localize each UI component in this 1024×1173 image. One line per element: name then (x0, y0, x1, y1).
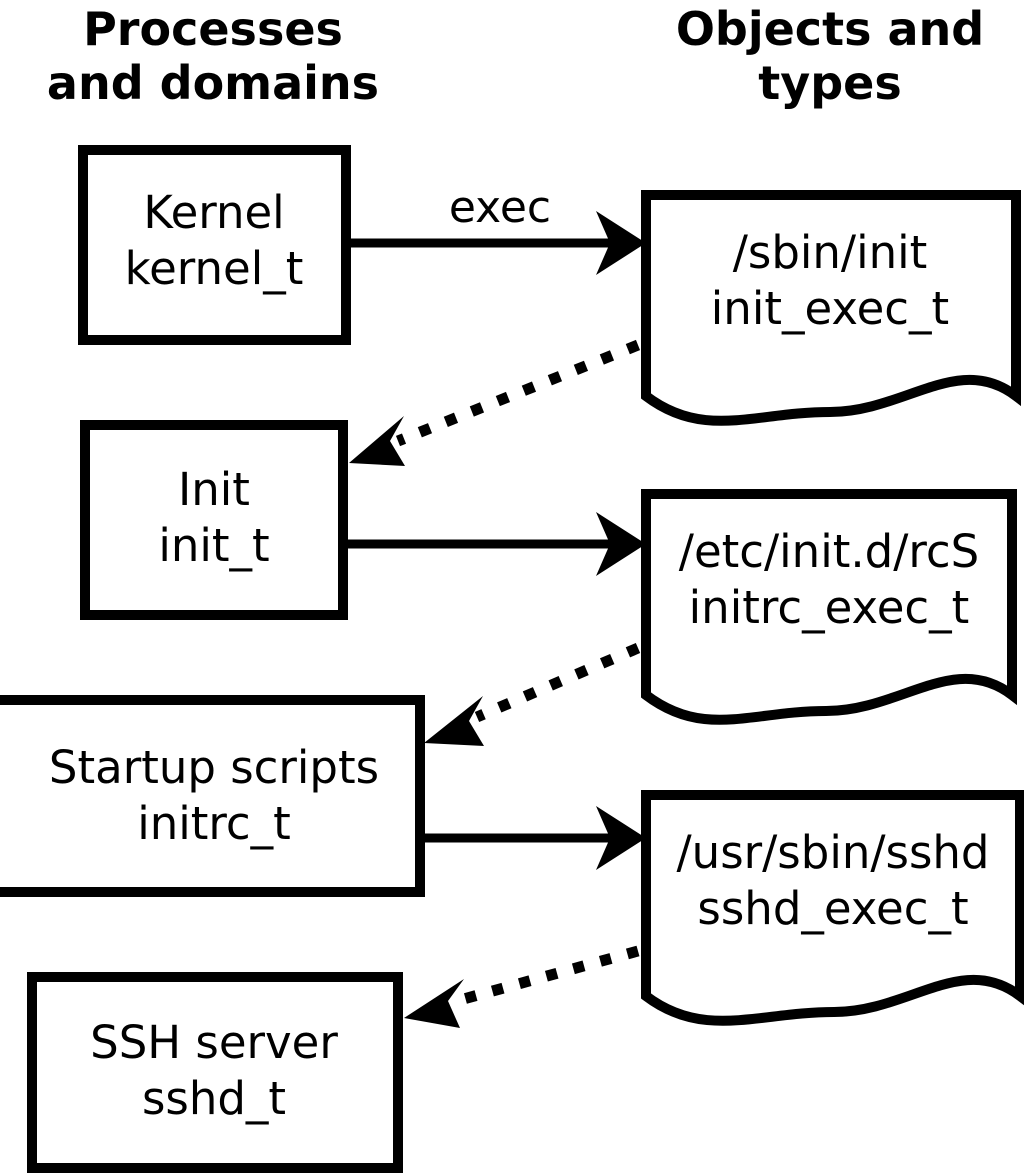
arrow-head-icon (596, 806, 646, 870)
node-startup-scripts-box[interactable] (0, 695, 425, 897)
node-startup-scripts-name: Startup scripts (49, 741, 379, 794)
node-etc-initd-rcs-path: /etc/init.d/rcS (679, 525, 979, 578)
node-kernel[interactable]: Kernel kernel_t (78, 145, 351, 345)
edge-label-exec: exec (449, 182, 551, 233)
edge-initrc-exec-sshd-exec (425, 806, 646, 870)
edge-kernel-exec-init-exec: exec (350, 182, 646, 275)
edge-line (395, 339, 641, 447)
node-kernel-box[interactable] (78, 145, 351, 345)
node-startup-scripts-type: initrc_t (137, 797, 291, 850)
arrow-head-icon (424, 696, 484, 746)
node-startup-scripts[interactable]: Startup scripts initrc_t (0, 695, 425, 897)
node-init-name: Init (178, 463, 250, 516)
node-etc-initd-rcs-document[interactable] (641, 489, 1017, 725)
column-header-objects-line1: Objects and (676, 2, 984, 56)
node-ssh-server[interactable]: SSH server sshd_t (27, 972, 403, 1173)
arrow-head-icon (596, 512, 646, 576)
node-init[interactable]: Init init_t (80, 420, 348, 620)
arrow-head-icon (596, 211, 646, 275)
node-sbin-init-type: init_exec_t (711, 282, 949, 335)
column-header-processes: Processes and domains (47, 2, 379, 110)
node-sbin-init[interactable]: /sbin/init init_exec_t (641, 190, 1021, 426)
node-sbin-init-path: /sbin/init (733, 226, 928, 279)
column-header-processes-line2: and domains (47, 56, 379, 110)
node-etc-initd-rcs[interactable]: /etc/init.d/rcS initrc_exec_t (641, 489, 1017, 725)
edge-initrc-exec-transition-initrc (424, 642, 641, 746)
node-ssh-server-name: SSH server (90, 1016, 338, 1069)
node-ssh-server-box[interactable] (27, 972, 403, 1173)
edge-line (458, 945, 640, 1006)
arrow-head-icon (404, 979, 464, 1028)
node-init-type: init_t (158, 519, 269, 572)
node-ssh-server-type: sshd_t (142, 1072, 286, 1125)
node-kernel-type: kernel_t (125, 242, 304, 295)
node-usr-sbin-sshd-type: sshd_exec_t (697, 882, 968, 935)
node-usr-sbin-sshd-document[interactable] (641, 790, 1024, 1026)
edge-sshd-exec-transition-sshd (404, 945, 640, 1028)
node-init-box[interactable] (80, 420, 348, 620)
node-usr-sbin-sshd-path: /usr/sbin/sshd (677, 826, 990, 879)
node-kernel-name: Kernel (143, 186, 284, 239)
edge-init-exec-initrc-exec (348, 512, 646, 576)
edge-init-exec-transition-init (349, 339, 641, 466)
arrow-head-icon (349, 416, 405, 466)
node-etc-initd-rcs-type: initrc_exec_t (689, 581, 970, 634)
column-header-objects-line2: types (758, 56, 901, 110)
node-sbin-init-document[interactable] (641, 190, 1021, 426)
edge-line (474, 642, 641, 723)
column-header-objects: Objects and types (676, 2, 984, 110)
column-header-processes-line1: Processes (83, 2, 343, 56)
node-usr-sbin-sshd[interactable]: /usr/sbin/sshd sshd_exec_t (641, 790, 1024, 1026)
